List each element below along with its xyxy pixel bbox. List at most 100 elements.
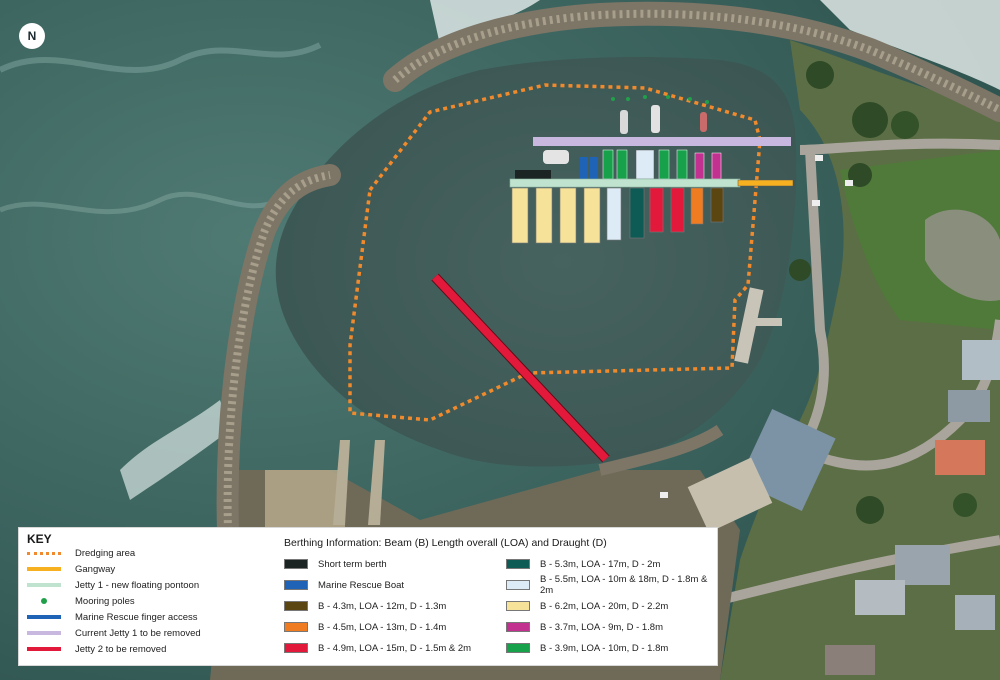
legend-label: Mooring poles — [75, 595, 135, 607]
sand-beach — [265, 470, 345, 530]
eastern-jetty-arm — [752, 318, 782, 326]
berth-4-5m — [690, 187, 704, 225]
berth-legend-item: B - 3.7m, LOA - 9m, D - 1.8m — [506, 621, 663, 633]
mooring-pole — [643, 95, 647, 99]
berth-legend-item: B - 5.5m, LOA - 10m & 18m, D - 1.8m & 2m — [506, 574, 717, 596]
berth-4-5m-swatch — [284, 622, 308, 632]
mooring-pole — [611, 97, 615, 101]
gangway-swatch — [27, 567, 61, 571]
legend-label: Marine Rescue finger access — [75, 611, 198, 623]
ramp-strip — [368, 440, 385, 525]
legend-item-new-pontoon: Jetty 1 - new floating pontoon — [27, 578, 199, 592]
berthing-info-title: Berthing Information: Beam (B) Length ov… — [284, 537, 607, 549]
legend-label: Jetty 1 - new floating pontoon — [75, 579, 200, 591]
berth-label: B - 3.7m, LOA - 9m, D - 1.8m — [540, 621, 664, 633]
berth-6-2m — [535, 187, 553, 244]
berth-short-term — [515, 170, 551, 179]
boat-ramp — [687, 457, 773, 533]
legend-item-jetty-2: Jetty 2 to be removed — [27, 642, 166, 656]
current-jetty-1 — [533, 137, 791, 146]
legend-item-dredging: Dredging area — [27, 546, 135, 560]
berth-6-2m — [583, 187, 601, 244]
road — [718, 535, 1000, 605]
berth-legend-item: B - 5.3m, LOA - 17m, D - 2m — [506, 558, 660, 570]
berth-4-9m — [649, 187, 664, 233]
berth-label: B - 5.5m, LOA - 10m & 18m, D - 1.8m & 2m — [540, 574, 708, 596]
surf-band — [0, 191, 282, 215]
road — [799, 138, 1000, 155]
berth-3-7m-swatch — [506, 622, 530, 632]
jetty-2-to-be-removed — [432, 274, 609, 462]
berth-legend-item: Short term berth — [284, 558, 387, 570]
berth-4-9m-swatch — [284, 643, 308, 653]
berth-6-2m — [511, 187, 529, 244]
berth-label: B - 3.9m, LOA - 10m, D - 1.8m — [540, 642, 669, 654]
moored-boat — [651, 105, 660, 133]
moored-boat — [543, 150, 569, 164]
berth-3-7m — [711, 152, 722, 180]
legend-label: Current Jetty 1 to be removed — [75, 627, 201, 639]
mooring-pole — [688, 97, 692, 101]
legend-label: Dredging area — [75, 547, 136, 559]
mooring-pole-icon — [27, 597, 61, 605]
tree — [852, 102, 888, 138]
parked-car — [845, 180, 853, 186]
berth-5-5m — [635, 149, 655, 180]
house-roof — [948, 390, 990, 422]
berth-3-9m — [616, 149, 628, 180]
north-arrow-icon: N — [19, 23, 45, 49]
surf-break — [820, 0, 1000, 90]
house-roof — [855, 580, 905, 615]
berth-3-7m — [694, 152, 705, 180]
berth-6-2m — [559, 187, 577, 244]
house-roof — [935, 440, 985, 475]
berth-3-9m — [658, 149, 670, 180]
berth-5-3m — [629, 187, 645, 239]
dredging-area-swatch — [27, 551, 61, 555]
berth-label: B - 4.5m, LOA - 13m, D - 1.4m — [318, 621, 447, 633]
southern-rock-wall — [598, 424, 724, 476]
paved-area — [925, 209, 1000, 301]
dredging-area-outline — [348, 83, 762, 422]
finger-access-swatch — [27, 615, 61, 619]
parked-car — [660, 492, 668, 498]
legend-label: Gangway — [75, 563, 116, 575]
mooring-pole — [666, 95, 670, 99]
berth-4-3m-swatch — [284, 601, 308, 611]
moored-boat — [620, 110, 628, 134]
tree — [848, 163, 872, 187]
legend-item-finger-access: Marine Rescue finger access — [27, 610, 198, 624]
new-pontoon-swatch — [27, 583, 61, 587]
house-roof — [895, 545, 950, 585]
tree — [891, 111, 919, 139]
parked-car — [815, 155, 823, 161]
moored-boat — [700, 112, 707, 132]
berth-label: B - 4.3m, LOA - 12m, D - 1.3m — [318, 600, 447, 612]
berth-legend-item: B - 6.2m, LOA - 20m, D - 2.2m — [506, 600, 668, 612]
berth-4-9m — [670, 187, 685, 233]
gangway — [737, 179, 794, 187]
berth-3-9m — [602, 149, 614, 180]
berth-6-2m-swatch — [506, 601, 530, 611]
legend-item-mooring-poles: Mooring poles — [27, 594, 135, 608]
berth-legend-item: Marine Rescue Boat — [284, 579, 404, 591]
surf-band — [0, 42, 322, 73]
current-jetty-swatch — [27, 631, 61, 635]
tree — [806, 61, 834, 89]
ramp-strip — [333, 440, 350, 525]
legend-label: Jetty 2 to be removed — [75, 643, 167, 655]
berth-legend-item: B - 3.9m, LOA - 10m, D - 1.8m — [506, 642, 668, 654]
surf-break — [120, 400, 230, 500]
berth-label: B - 6.2m, LOA - 20m, D - 2.2m — [540, 600, 669, 612]
mooring-pole — [626, 97, 630, 101]
berth-legend-item: B - 4.5m, LOA - 13m, D - 1.4m — [284, 621, 446, 633]
house-roof — [825, 645, 875, 675]
berth-4-3m — [710, 187, 724, 223]
legend-item-current-jetty: Current Jetty 1 to be removed — [27, 626, 201, 640]
jetty-2-swatch — [27, 647, 61, 651]
jetty-1-new-pontoon — [509, 178, 741, 188]
berth-marine-rescue — [590, 157, 598, 179]
berth-5-5m-swatch — [506, 580, 530, 590]
tree — [856, 496, 884, 524]
western-breakwater — [216, 164, 341, 541]
